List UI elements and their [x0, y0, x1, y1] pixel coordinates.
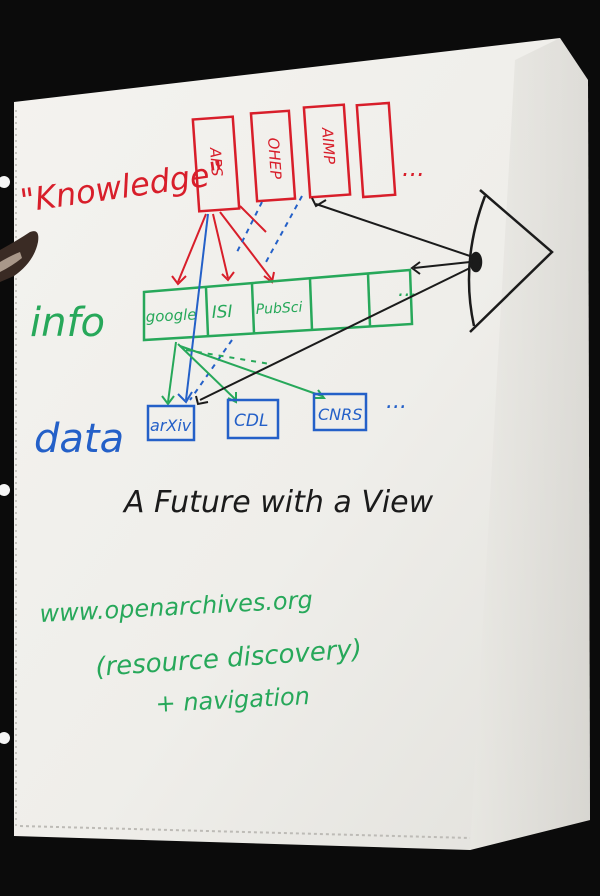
binder-hole	[0, 732, 10, 744]
knowledge-box-aimp: AIMP	[302, 103, 352, 199]
binder-hole	[0, 176, 10, 188]
info-box-pubsci: PubSci	[255, 300, 303, 318]
info-label: info	[30, 300, 105, 346]
svg-text:OHEP: OHEP	[264, 137, 285, 181]
knowledge-box-empty	[355, 101, 397, 199]
data-box-cdl-label: CDL	[234, 411, 268, 431]
info-box-google: google	[145, 305, 197, 326]
page-title: A Future with a View	[122, 485, 434, 520]
knowledge-box-ohep: OHEP	[249, 109, 297, 203]
flipchart-side-panel	[470, 38, 590, 850]
info-box-isi: ISI	[211, 302, 233, 323]
hand-pointer-tip	[0, 252, 22, 272]
flipchart-board	[14, 38, 590, 850]
knowledge-box-aps: APS	[191, 115, 241, 213]
data-ellipsis: ...	[386, 389, 407, 414]
data-label: data	[34, 416, 124, 462]
binder-hole	[0, 484, 10, 496]
data-box-cnrs-label: CNRS	[318, 405, 362, 424]
info-ellipsis: ...	[398, 277, 417, 301]
svg-text:AIMP: AIMP	[318, 126, 339, 166]
data-box-cnrs	[312, 392, 368, 432]
blue-dashed-lines	[177, 195, 303, 404]
black-sight-lines	[195, 197, 471, 406]
data-box-arxiv	[146, 404, 196, 442]
svg-text:APS: APS	[206, 146, 226, 177]
knowledge-ellipsis: ...	[402, 154, 425, 182]
data-box-cdl	[226, 398, 280, 440]
red-arrows	[171, 205, 275, 286]
data-box-arxiv-label: arXiv	[150, 416, 192, 435]
green-arrows	[161, 341, 326, 406]
